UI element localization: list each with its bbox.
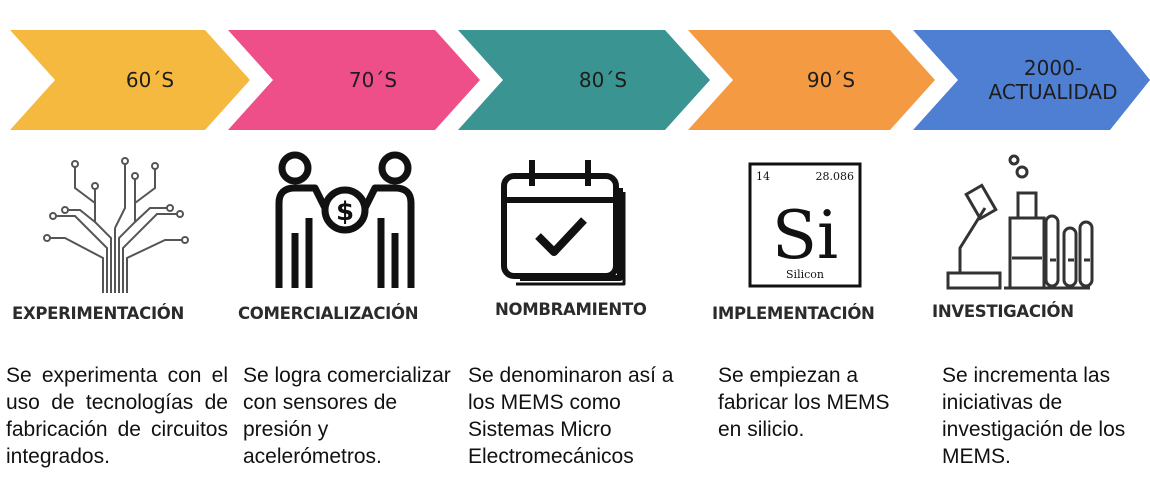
era-label-70s: 70´S [348, 68, 398, 92]
svg-text:14: 14 [756, 170, 770, 183]
stage-description-70s: Se logra comercializar con sensores de p… [243, 364, 451, 468]
era-label-80s: 80´S [578, 68, 628, 92]
circuit-tree-icon [35, 148, 195, 298]
business-deal-icon: $ [265, 148, 425, 298]
stage-description-2000: Se incrementa las iniciativas de investi… [942, 364, 1126, 468]
stage-title-60s: EXPERIMENTACIÓN [12, 304, 185, 323]
svg-text:$: $ [336, 197, 354, 227]
era-label-2000: 2000- ACTUALIDAD [988, 56, 1118, 104]
stage-description-90s: Se empiezan a fabricar los MEMS en silic… [718, 364, 890, 441]
stage-title-2000: INVESTIGACIÓN [932, 302, 1074, 321]
svg-text:Si: Si [772, 197, 838, 274]
stage-title-90s: IMPLEMENTACIÓN [712, 304, 875, 323]
svg-text:28.086: 28.086 [816, 170, 855, 183]
arrow-90s [688, 30, 935, 130]
arrow-2000 [913, 30, 1150, 130]
stage-title-70s: COMERCIALIZACIÓN [238, 304, 419, 323]
era-label-60s: 60´S [125, 68, 175, 92]
silicon-element-icon: 14 28.086 Si Silicon [720, 148, 880, 298]
arrow-70s [228, 30, 480, 130]
stage-description-80s: Se denominaron así a los MEMS como Siste… [468, 364, 674, 468]
era-label-90s: 90´S [806, 68, 856, 92]
stage-title-80s: NOMBRAMIENTO [495, 300, 647, 319]
timeline-arrows [10, 30, 1150, 130]
calendar-check-icon [490, 148, 650, 298]
arrow-80s [458, 30, 710, 130]
laboratory-icon [940, 148, 1100, 298]
svg-text:Silicon: Silicon [786, 268, 824, 281]
arrow-60s [10, 30, 250, 130]
stage-description-60s: Se experimenta con el uso de tecnologías… [6, 364, 228, 468]
